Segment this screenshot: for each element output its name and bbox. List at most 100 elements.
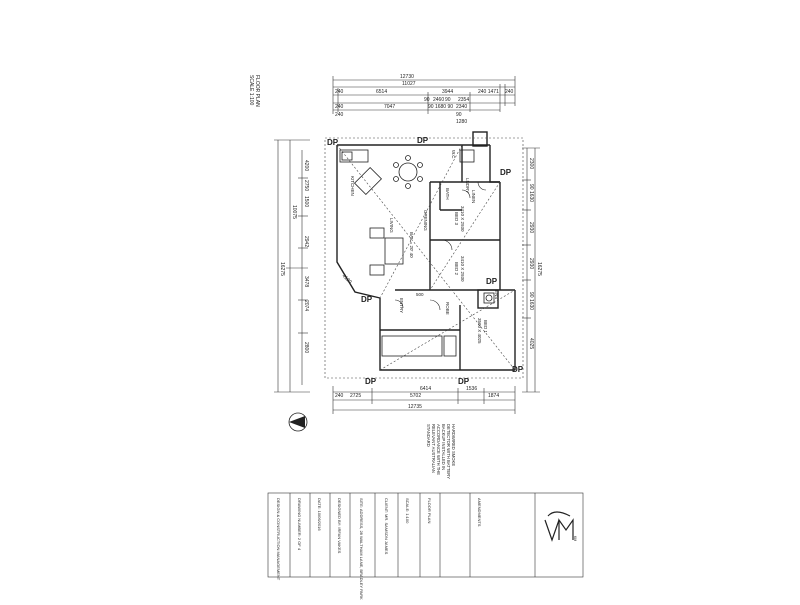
dim-label: 3944 — [442, 89, 453, 95]
dim-label: 2930 — [528, 222, 534, 233]
dining-chair — [417, 162, 423, 168]
dim-label: 12735 — [408, 404, 422, 410]
armchair — [369, 264, 385, 276]
door-swings — [394, 181, 487, 311]
dim-label: 90 1680 90 — [428, 104, 453, 110]
svg-text:N: N — [300, 421, 304, 427]
door-swing — [441, 239, 453, 251]
room-label-robe: ROBE — [445, 302, 450, 315]
sheet-title-line1: FLOOR PLAN — [254, 75, 260, 107]
downpipe-markers: DP DP DP DP DP DP DP DP — [327, 136, 524, 386]
room-label-bed1-size: 3500 X 4025 — [477, 318, 482, 344]
room-label-bed3: BED 3 — [454, 212, 459, 226]
ensuite-basin — [483, 292, 495, 304]
roof-lines — [324, 137, 524, 379]
downpipe-label: DP — [361, 295, 373, 304]
roof-hip-line — [379, 144, 463, 299]
title-company: DESIGN & CONSTRUCTION MANAGEMENT — [276, 498, 281, 581]
dim-label: 240 — [505, 89, 514, 95]
coffee-table — [384, 237, 404, 265]
dim-label: 2340 — [456, 104, 467, 110]
downpipe-label: DP — [417, 136, 429, 145]
dim-label: 4025 — [528, 338, 534, 349]
dim-label: 240 — [335, 89, 344, 95]
furniture — [339, 149, 495, 357]
dim-label: 1536 — [466, 386, 477, 392]
dim-label: 2074 — [303, 300, 309, 311]
room-label-bed2: BED 2 — [454, 262, 459, 276]
bottom-dimensions — [332, 386, 516, 414]
room-label-bath: BATH — [445, 188, 450, 200]
dim-label: 3478 — [303, 276, 309, 287]
angle-dimension: 4120 — [341, 273, 353, 285]
company-logo — [544, 511, 574, 542]
dim-label: 2942 — [303, 236, 309, 247]
downpipe-label: DP — [500, 168, 512, 177]
dim-label: 90 — [424, 97, 430, 103]
sheet-title: FLOOR PLAN SCALE 1:100 — [248, 75, 260, 107]
dim-label: 1500 — [303, 196, 309, 207]
sofa — [381, 335, 443, 357]
title-amendments: AMENDMENTS — [477, 498, 482, 527]
right-dimensions — [522, 147, 540, 393]
dim-label: 1280 — [456, 119, 467, 125]
dim-label: 240 — [335, 112, 344, 118]
door-swing — [461, 189, 471, 199]
dim-label: 2725 — [350, 393, 361, 399]
downpipe-label: DP — [512, 365, 524, 374]
plan-walls — [336, 131, 516, 371]
dim-label: 90 1630 — [528, 292, 534, 310]
room-label-wc: W.C — [451, 150, 456, 159]
left-dimension-labels: 16275 10075 4200 2750 1500 2942 3478 207… — [279, 160, 309, 353]
door-swing — [429, 299, 441, 311]
dim-label: 7047 — [384, 104, 395, 110]
dim-label: 16275 — [536, 262, 542, 276]
wall-laundry-east — [489, 145, 500, 183]
note-line: DETECTOR WITH BATTERY — [446, 424, 451, 479]
dim-label: 2930 — [528, 258, 534, 269]
title-block-text: DESIGN & CONSTRUCTION MANAGEMENT DRAWING… — [276, 498, 482, 600]
kitchen-sink — [341, 151, 353, 161]
note-line: RELEVANT AUSTRALIAN — [431, 424, 436, 473]
dim-label: 2354 — [458, 97, 469, 103]
dim-label: 4200 — [303, 160, 309, 171]
dim-label: 240 — [335, 393, 344, 399]
dim-label: 5702 — [410, 393, 421, 399]
dim-label: 1874 — [488, 393, 499, 399]
room-label-laundry: LNDRY — [465, 178, 470, 193]
dining-chair — [417, 176, 423, 182]
door-swing — [477, 181, 487, 191]
downpipe-label: DP — [365, 377, 377, 386]
left-dimensions — [274, 139, 310, 393]
dim-label: 90 — [445, 97, 451, 103]
room-label-entry: ENTRY — [399, 298, 404, 313]
room-labels: KITCHEN LIVING OPENING BAL = 20' 40 LNDR… — [350, 150, 499, 344]
room-label-opening: OPENING — [423, 210, 428, 231]
wall-west — [336, 145, 381, 299]
room-label-bed3-size: 3410 X 2930 — [460, 206, 465, 232]
dining-chair — [405, 155, 411, 161]
title-site: SITE: ADDRESS, 28 WALTHAM LANE, BRADLEY … — [359, 498, 364, 600]
toilet — [459, 149, 475, 163]
note-line: ACCORDANCE WITH THE — [436, 424, 441, 475]
room-label-note: BAL = 20' 40 — [409, 232, 414, 258]
title-block-frame — [267, 492, 584, 578]
downpipe-label: DP — [327, 138, 339, 147]
eave-outline — [324, 137, 524, 379]
room-label-kitchen: KITCHEN — [350, 176, 355, 196]
top-dimension-labels: 12730 11027 240 6514 3944 240 1471 240 9… — [335, 74, 514, 125]
dim-label: 240 1471 — [478, 89, 499, 95]
dining-table — [398, 162, 418, 182]
logo-mark — [544, 519, 560, 542]
room-label-bed1: BED 1 — [483, 320, 488, 334]
downpipe-label: DP — [458, 377, 470, 386]
title-scale: SCALE: 1:100 — [405, 498, 410, 524]
dim-label: 11027 — [402, 81, 416, 87]
dim-label: 90 — [456, 112, 462, 118]
dim-label: 6414 — [420, 386, 431, 392]
north-arrow-icon: N — [288, 412, 308, 432]
sheet-title-line2: SCALE 1:100 — [248, 75, 254, 106]
note-line: HARDWIRED SMOKE — [451, 424, 456, 466]
smoke-detector-note: HARDWIRED SMOKE DETECTOR WITH BATTERY BA… — [426, 424, 456, 479]
dim-label: 6514 — [376, 89, 387, 95]
